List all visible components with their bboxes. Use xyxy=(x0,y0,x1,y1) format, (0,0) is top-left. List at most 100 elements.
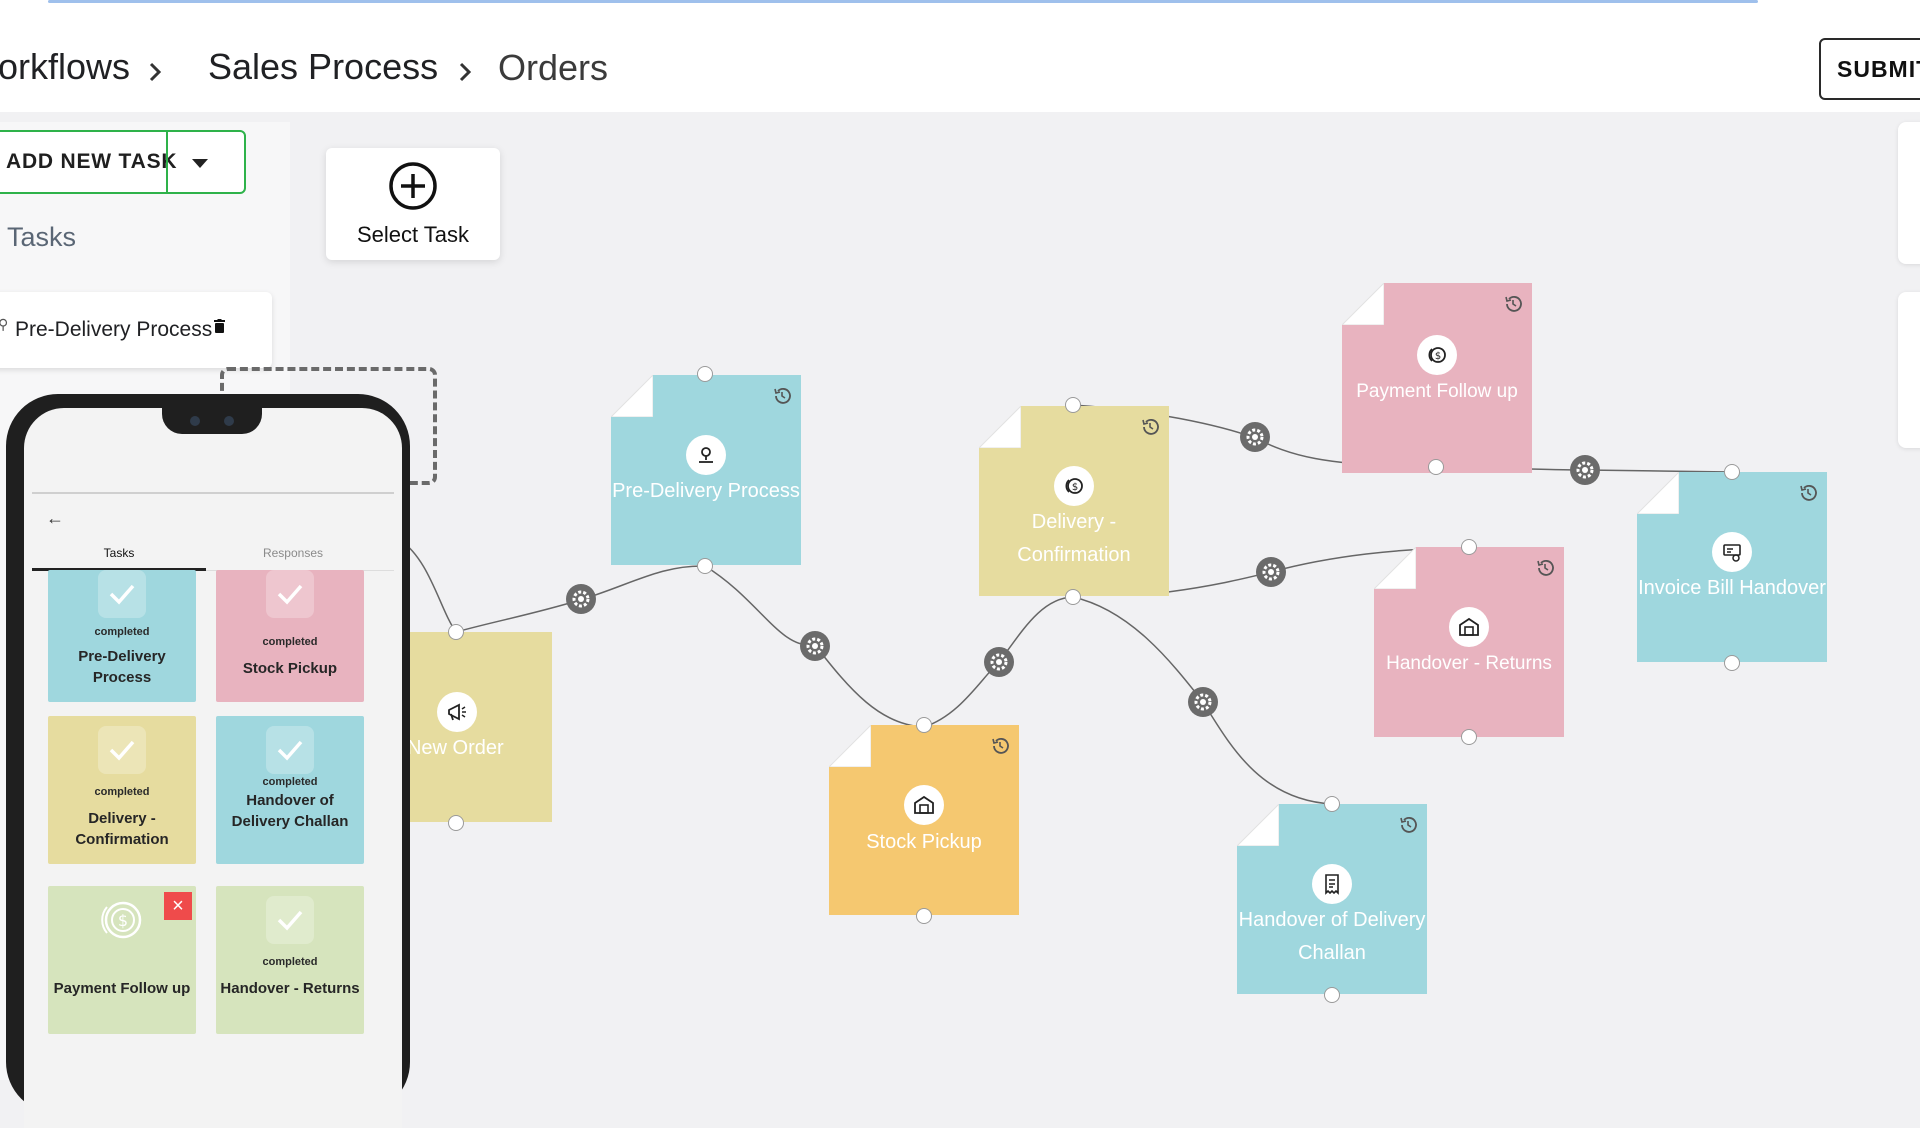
connector-handle[interactable] xyxy=(1461,729,1477,745)
phone-preview: ← Tasks Responses completed Pre-Delivery… xyxy=(6,394,410,1128)
history-icon[interactable] xyxy=(1534,557,1556,579)
node-title: Handover - Returns xyxy=(1386,653,1552,674)
node-pre-delivery-process[interactable]: Pre-Delivery Process xyxy=(611,375,801,565)
node-handover-returns[interactable]: Handover - Returns xyxy=(1374,547,1564,737)
paper-fold-corner xyxy=(979,406,1021,448)
history-icon[interactable] xyxy=(1139,416,1161,438)
node-title: Delivery - Confirmation xyxy=(1017,511,1131,566)
receipt-icon xyxy=(1312,864,1352,904)
paper-fold-corner xyxy=(1237,804,1279,846)
history-icon[interactable] xyxy=(989,735,1011,757)
submit-button[interactable]: SUBMIT xyxy=(1819,38,1920,100)
history-icon[interactable] xyxy=(1797,482,1819,504)
node-title: d New Order xyxy=(390,737,504,759)
select-task-button[interactable]: Select Task xyxy=(326,148,500,260)
svg-text:$: $ xyxy=(118,911,128,930)
header: orkflows Sales Process Orders SUBMIT xyxy=(0,10,1920,112)
select-task-label: Select Task xyxy=(356,222,470,247)
phone-tab-tasks[interactable]: Tasks xyxy=(103,546,135,560)
add-new-task-label: ADD NEW TASK xyxy=(6,150,178,173)
connector-handle[interactable] xyxy=(1324,987,1340,1003)
phone-notch xyxy=(162,408,262,434)
phone-task-card[interactable]: $ × Payment Follow up xyxy=(48,886,196,1034)
connector-handle[interactable] xyxy=(1065,589,1081,605)
connector-handle[interactable] xyxy=(1324,796,1340,812)
card-name: Delivery - Confirmation xyxy=(75,810,169,848)
breadcrumb-workflows[interactable]: orkflows xyxy=(0,46,131,87)
caret-down-icon[interactable] xyxy=(192,159,208,168)
location-pin-icon xyxy=(686,435,726,475)
card-name: Handover - Returns xyxy=(220,980,360,997)
settings-gear-icon[interactable] xyxy=(800,631,830,661)
node-stock-pickup[interactable]: Stock Pickup xyxy=(829,725,1019,915)
phone-task-card[interactable]: completed Stock Pickup xyxy=(216,570,364,702)
warehouse-icon xyxy=(904,785,944,825)
camera-dot xyxy=(224,416,234,426)
node-payment-follow-up[interactable]: $ Payment Follow up xyxy=(1342,283,1532,473)
card-name: Stock Pickup xyxy=(242,660,338,677)
card-status: completed xyxy=(262,776,318,788)
history-icon[interactable] xyxy=(1502,293,1524,315)
coins-icon: $ xyxy=(1417,335,1457,375)
coins-icon: $ xyxy=(1054,466,1094,506)
checkmark-icon xyxy=(266,726,314,774)
right-panel-stub xyxy=(1898,122,1920,264)
phone-screen: ← Tasks Responses completed Pre-Delivery… xyxy=(24,408,402,1128)
history-icon[interactable] xyxy=(1397,814,1419,836)
phone-tab-responses[interactable]: Responses xyxy=(262,546,324,560)
history-icon[interactable] xyxy=(771,385,793,407)
connector-handle[interactable] xyxy=(448,624,464,640)
close-icon[interactable]: × xyxy=(164,892,192,920)
node-delivery-confirmation[interactable]: $ Delivery - Confirmation xyxy=(979,406,1169,596)
settings-gear-icon[interactable] xyxy=(1570,455,1600,485)
task-item-label: Pre-Delivery Process xyxy=(15,318,213,341)
task-item-pre-delivery[interactable]: ⚲ Pre-Delivery Process xyxy=(0,292,272,368)
coins-icon: $ xyxy=(98,896,146,944)
breadcrumb-orders: Orders xyxy=(498,47,609,88)
megaphone-icon xyxy=(437,692,477,732)
chevron-right-icon xyxy=(459,62,472,82)
settings-gear-icon[interactable] xyxy=(1240,422,1270,452)
settings-gear-icon[interactable] xyxy=(1188,687,1218,717)
connector-handle[interactable] xyxy=(916,717,932,733)
phone-task-card[interactable]: completed Handover - Returns xyxy=(216,886,364,1034)
person-icon: ⚲ xyxy=(0,316,9,332)
connector-handle[interactable] xyxy=(1724,464,1740,480)
right-panel-stub xyxy=(1898,292,1920,448)
back-arrow-icon[interactable]: ← xyxy=(46,508,64,528)
breadcrumb-sales-process[interactable]: Sales Process xyxy=(208,46,439,87)
settings-gear-icon[interactable] xyxy=(984,647,1014,677)
checkmark-icon xyxy=(266,896,314,944)
svg-text:$: $ xyxy=(1072,482,1078,493)
settings-gear-icon[interactable] xyxy=(1256,557,1286,587)
checkmark-icon xyxy=(266,570,314,618)
add-circle-icon xyxy=(389,162,437,210)
connector-handle[interactable] xyxy=(697,366,713,382)
connector-handle[interactable] xyxy=(1428,459,1444,475)
card-name: Pre-Delivery Process xyxy=(78,648,166,686)
add-new-task-button[interactable]: ADD NEW TASK xyxy=(0,130,246,194)
phone-task-card[interactable]: completed Handover of Delivery Challan xyxy=(216,716,364,864)
connector-handle[interactable] xyxy=(697,558,713,574)
split-divider xyxy=(166,132,168,192)
node-title: Payment Follow up xyxy=(1356,381,1518,402)
settings-gear-icon[interactable] xyxy=(566,584,596,614)
connector-handle[interactable] xyxy=(1461,539,1477,555)
connector-handle[interactable] xyxy=(916,908,932,924)
phone-task-card[interactable]: completed Delivery - Confirmation xyxy=(48,716,196,864)
phone-task-card[interactable]: completed Pre-Delivery Process xyxy=(48,570,196,702)
node-handover-delivery-challan[interactable]: Handover of Delivery Challan xyxy=(1237,804,1427,994)
node-title: Pre-Delivery Process xyxy=(612,480,800,502)
card-status: completed xyxy=(262,956,318,968)
warehouse-icon xyxy=(1449,607,1489,647)
card-status: completed xyxy=(94,786,150,798)
checkmark-icon xyxy=(98,726,146,774)
card-name: Handover of Delivery Challan xyxy=(231,792,349,830)
connector-handle[interactable] xyxy=(448,815,464,831)
trash-icon[interactable] xyxy=(214,319,225,333)
browser-top-strip xyxy=(0,0,1920,10)
node-invoice-bill-handover[interactable]: Invoice Bill Handover xyxy=(1637,472,1827,662)
connector-handle[interactable] xyxy=(1065,397,1081,413)
node-title: Handover of Delivery Challan xyxy=(1238,909,1426,964)
connector-handle[interactable] xyxy=(1724,655,1740,671)
